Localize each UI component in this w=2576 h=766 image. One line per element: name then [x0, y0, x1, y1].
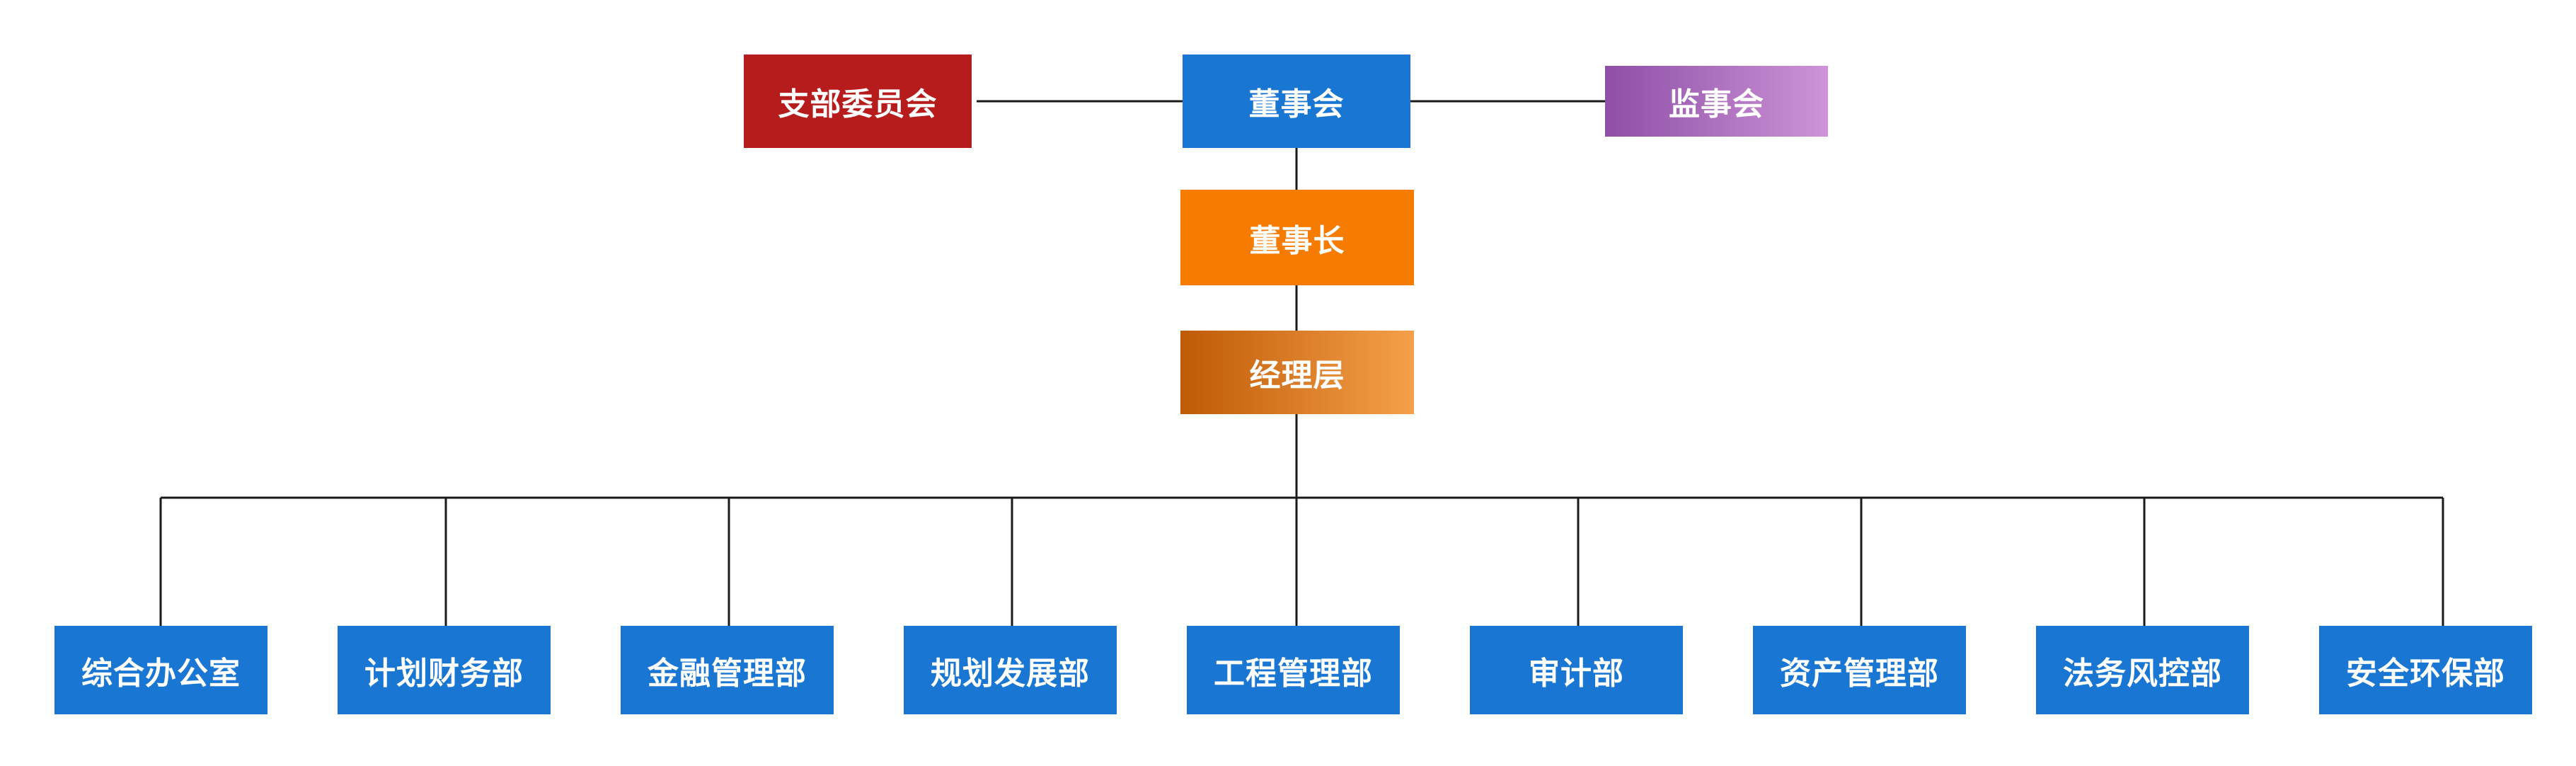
- department-node-safety-environmental: 安全环保部: [2319, 626, 2532, 714]
- department-node-general-office: 综合办公室: [54, 626, 268, 714]
- branch-committee-node: 支部委员会: [744, 55, 972, 148]
- management-node: 经理层: [1180, 331, 1414, 414]
- department-node-planning-development: 规划发展部: [904, 626, 1117, 714]
- department-node-legal-risk-control: 法务风控部: [2036, 626, 2249, 714]
- board-of-directors-node: 董事会: [1183, 55, 1410, 148]
- department-node-asset-management: 资产管理部: [1753, 626, 1966, 714]
- board-of-supervisors-node: 监事会: [1605, 66, 1828, 137]
- department-node-engineering-management: 工程管理部: [1187, 626, 1400, 714]
- department-node-audit: 审计部: [1470, 626, 1683, 714]
- chairman-node: 董事长: [1180, 190, 1414, 285]
- department-node-planning-finance: 计划财务部: [338, 626, 551, 714]
- department-node-financial-management: 金融管理部: [621, 626, 834, 714]
